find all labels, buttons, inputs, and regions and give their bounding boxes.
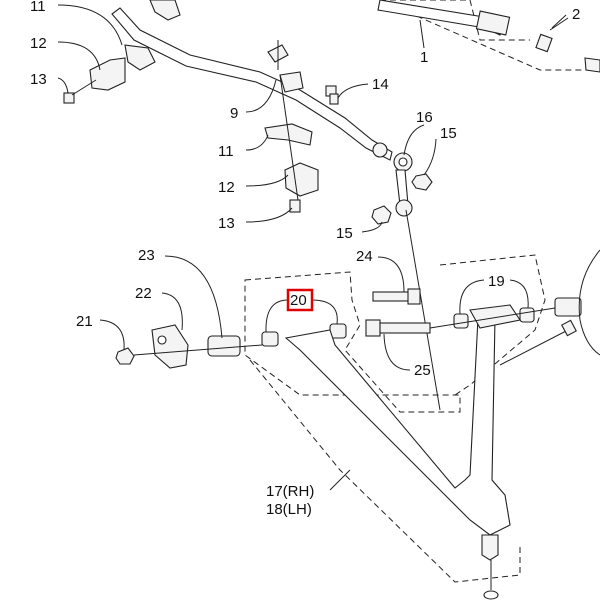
callout-23: 23 (138, 247, 155, 264)
group-outline-top (379, 0, 600, 71)
leader-25 (383, 333, 411, 371)
bushing-top (124, 44, 156, 71)
callout-21: 21 (76, 313, 93, 330)
leader-17 (329, 469, 351, 491)
callout-20: 20 (290, 292, 307, 309)
callout-13-mid: 13 (218, 215, 235, 232)
leader-2 (551, 14, 567, 29)
nut-21 (115, 347, 135, 365)
bushing-19-right (519, 307, 535, 323)
bolt-axis-mid (279, 74, 299, 201)
group-outline-arm-left (244, 271, 461, 413)
bushing-19-left (453, 313, 469, 329)
leader-16 (403, 124, 425, 156)
leader-13-top (57, 77, 69, 94)
ball-joint-nut (483, 590, 499, 600)
assembly-axis-right (429, 307, 556, 329)
callout-25: 25 (414, 362, 431, 379)
leader-11-mid (245, 134, 269, 151)
callout-12-mid: 12 (218, 179, 235, 196)
bolt-right-diag (499, 319, 577, 366)
leader-15-right (423, 138, 437, 176)
bracket-top (89, 57, 126, 91)
bolt-14 (325, 85, 339, 105)
callout-24: 24 (356, 248, 373, 265)
callout-20-highlight (286, 288, 314, 312)
leader-13-mid (245, 207, 293, 223)
bolt-13-top (63, 79, 97, 104)
callout-2: 2 (572, 6, 580, 23)
link-axis (405, 209, 441, 411)
stabilizer-bar (111, 7, 393, 161)
ball-joint (481, 534, 499, 561)
leader-23 (164, 255, 223, 339)
callout-15-left: 15 (336, 225, 353, 242)
bar-end-block (475, 10, 511, 36)
arm-front-sleeve (469, 304, 521, 329)
link-rod-16 (372, 142, 413, 217)
leader-15-left (361, 221, 383, 233)
group-outline-arm-lower (249, 359, 521, 583)
sleeve-right (554, 297, 582, 317)
callout-16: 16 (416, 109, 433, 126)
frame-edge-right (578, 249, 600, 356)
callout-9: 9 (230, 105, 238, 122)
bolt-24 (372, 288, 421, 305)
leader-12-mid (245, 174, 289, 187)
callout-11-mid: 11 (218, 143, 234, 160)
leader-1 (419, 19, 425, 49)
bushing-20-left (261, 331, 279, 347)
callout-1: 1 (420, 49, 428, 66)
leader-24 (377, 256, 405, 293)
bolt-13-mid (289, 199, 301, 213)
nut-15-right (411, 173, 433, 191)
leader-12-top (57, 41, 101, 71)
leader-9 (245, 79, 277, 113)
nut-15-left (371, 205, 392, 225)
leader-19 (459, 279, 529, 315)
bracket-22 (151, 324, 189, 369)
callout-22: 22 (135, 285, 152, 302)
assembly-axis-left (133, 344, 263, 356)
leader-22 (161, 292, 183, 331)
leader-11-top (57, 4, 123, 46)
leader-21 (99, 319, 125, 351)
part-9-clip (267, 40, 304, 93)
callout-19: 19 (488, 273, 505, 290)
callout-11-top: 11 (30, 0, 46, 15)
leader-20 (265, 299, 338, 333)
callout-15-right: 15 (440, 125, 457, 142)
bolt-25 (365, 319, 431, 337)
callout-14: 14 (372, 76, 389, 93)
callout-13-top: 13 (30, 71, 47, 88)
bushing-23 (207, 335, 241, 357)
bracket-12-mid (284, 162, 319, 197)
lower-arm (284, 317, 511, 536)
leader-14 (337, 83, 369, 99)
clamp-top (149, 0, 181, 21)
part-2 (535, 17, 600, 73)
callout-18: 18(LH) (266, 501, 312, 518)
callout-12-top: 12 (30, 35, 47, 52)
group-outline-right (439, 254, 546, 396)
callout-17: 17(RH) (266, 483, 314, 500)
